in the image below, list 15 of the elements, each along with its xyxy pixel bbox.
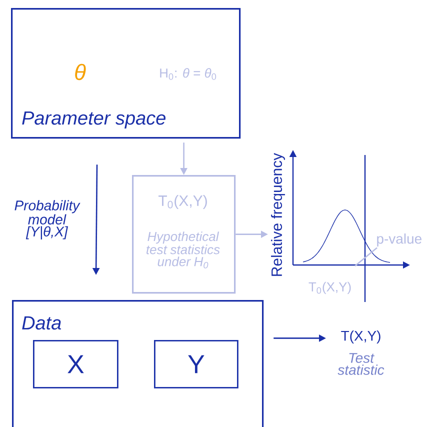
box-title: Data [22,316,61,330]
p-value-text: p-value [377,233,422,247]
axis-label: T$_{0}$(X,Y) [308,282,351,294]
hypothesis-text: H$_{0}$: θ = θ$_{0}$ [160,68,216,80]
box-title: Parameter space [22,112,166,128]
box-description: Hypothetical test statistics under H$_{0}$ [146,232,220,268]
statistic-text: T(X,Y) [341,330,380,344]
variable-box: Y [154,340,238,388]
leader-line [354,247,378,266]
statistic-text: T$_{0}$(X,Y) [158,195,207,209]
edge-label: Probability model [Y|θ,X] [14,200,80,240]
variable-box: X [33,340,118,388]
axis-label: Relative frequency [271,152,285,276]
theta-symbol: θ [75,64,86,80]
statistic-description: Test statistic [338,353,384,375]
